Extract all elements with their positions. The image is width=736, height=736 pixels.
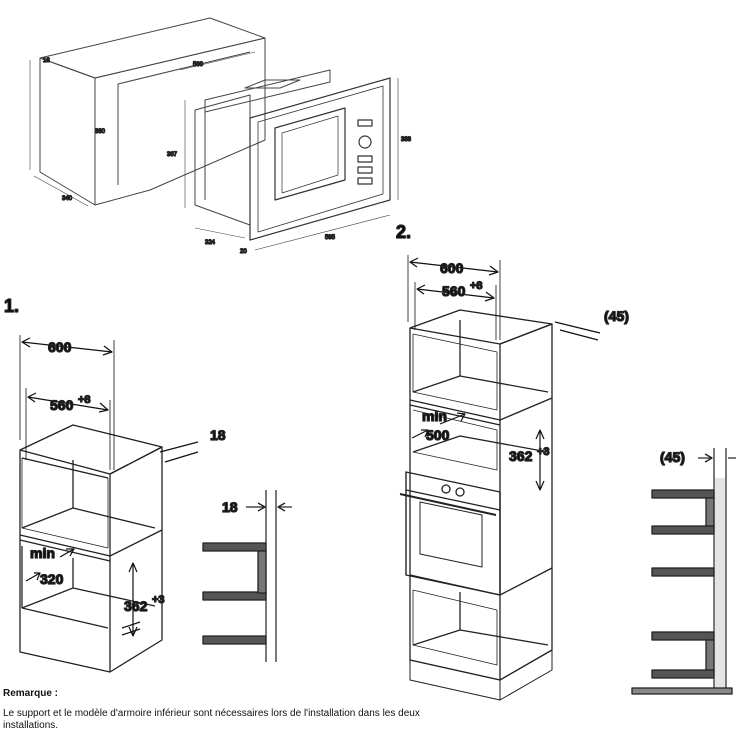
fig2-width-560: 560: [442, 283, 466, 299]
figure-2-tall-cabinet: [399, 309, 553, 701]
fig1-height-362-tolerance: +3: [152, 594, 165, 606]
dim-18-top: 18: [43, 58, 50, 64]
dim-20-top: 20: [240, 249, 247, 255]
remark-title: Remarque :: [3, 688, 59, 699]
fig2-height-362: 362: [509, 448, 533, 464]
dim-367-top: 367: [167, 152, 178, 158]
fig1-side-18: 18: [210, 427, 226, 443]
figure-2-dimension-lines: [407, 255, 601, 491]
fig2-detail-45: (45): [660, 449, 685, 465]
fig2-min-500: 500: [426, 427, 450, 443]
fig1-width-600: 600: [48, 339, 72, 355]
remark-note: Remarque : Le support et le modèle d'arm…: [3, 688, 443, 733]
figure-2-number: 2.: [396, 222, 411, 242]
dim-388-top: 388: [401, 137, 412, 143]
fig1-min-label: min: [30, 545, 55, 561]
dim-380-top: 380: [95, 129, 106, 135]
fig2-height-362-tolerance: +3: [537, 446, 550, 458]
dim-324-top: 324: [205, 240, 216, 246]
fig2-min-label: min: [422, 408, 447, 424]
fig1-height-362: 362: [124, 598, 148, 614]
figure-1-number: 1.: [4, 296, 19, 316]
dim-560-top: 560: [193, 62, 204, 68]
fig2-width-600: 600: [440, 260, 464, 276]
dim-595-top: 595: [325, 235, 336, 241]
top-mounting-frame: [184, 69, 331, 239]
fig2-side-45: (45): [604, 308, 629, 324]
fig1-width-560: 560: [50, 397, 74, 413]
fig1-detail-18: 18: [222, 499, 238, 515]
top-cabinet-niche: [29, 17, 266, 207]
fig1-width-560-tolerance: +8: [78, 394, 91, 406]
dim-340-top: 340: [62, 196, 73, 202]
figure-1-dimension-lines: [19, 335, 199, 637]
figure-1-detail-view: [202, 490, 292, 662]
figure-1-cabinet: [19, 424, 163, 673]
top-microwave: [249, 77, 399, 251]
fig1-min-320: 320: [40, 571, 64, 587]
fig2-width-560-tolerance: +8: [470, 280, 483, 292]
remark-text: Le support et le modèle d'armoire inféri…: [3, 707, 420, 732]
figure-2-detail-view: [631, 448, 736, 695]
